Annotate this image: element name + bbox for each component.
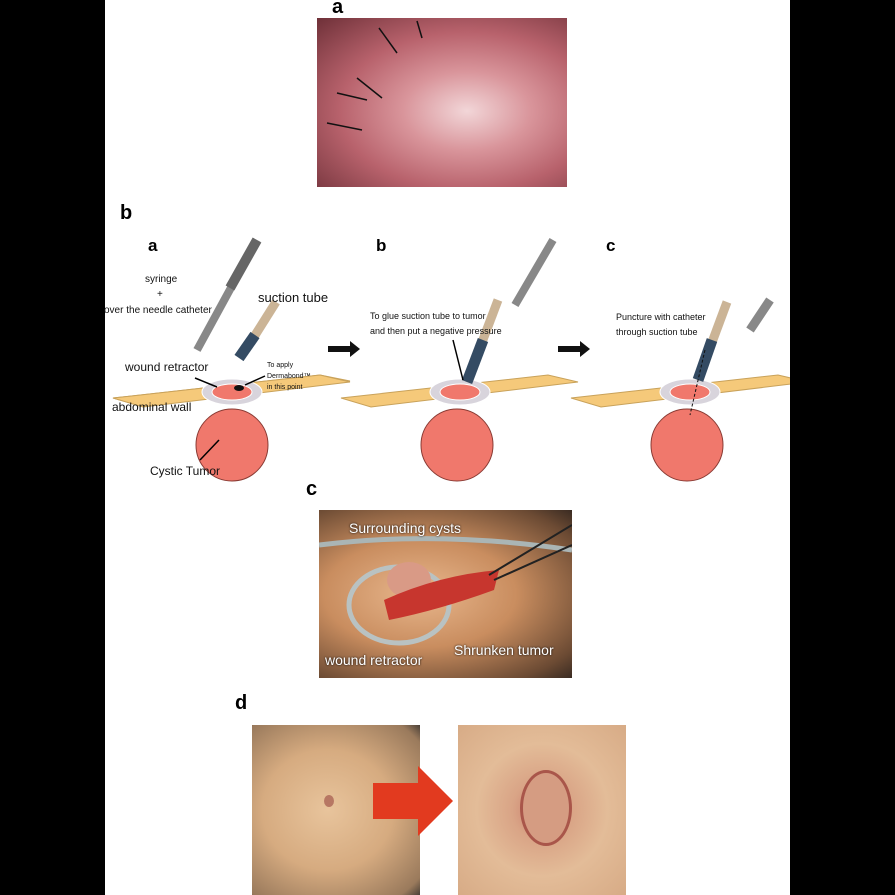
panel-a-label: a [332,0,344,18]
dermabond-line-1: To apply [267,362,294,369]
step-c-line-1: Puncture with catheter [616,312,706,322]
step-c-drawing [570,297,790,482]
wound-retractor-label: wound retractor [125,360,209,374]
arrow-right-icon [558,341,590,357]
plus-label: + [157,289,163,300]
panel-d-label: d [235,692,248,714]
umbilical-wound [520,770,572,846]
step-c-note: Puncture with catheter through suction t… [616,310,706,340]
wound-retractor-photo-label: wound retractor [325,652,423,668]
step-b-drawing [340,237,579,482]
procedure-diagram [112,237,790,482]
catheter-label: over the needle catheter [104,305,212,316]
panel-c-label: c [306,478,318,500]
laparoscopic-photo [317,18,567,187]
intraoperative-photo: Surrounding cysts wound retractor Shrunk… [318,510,573,678]
cystic-tumor-label: Cystic Tumor [150,464,221,478]
step-a-label: a [148,236,158,255]
cystic-tumor [195,408,269,482]
umbilicus [324,795,334,807]
step-b-note: To glue suction tube to tumor and then p… [370,309,502,339]
arrows-overlay [326,20,423,131]
syringe-label: syringe [145,274,178,285]
dermabond-line-2: Dermabond™ [267,373,311,380]
step-c-line-2: through suction tube [616,327,698,337]
dermabond-note: To apply Dermabond™ in this point [267,360,311,393]
step-c-label: c [606,236,616,255]
step-a-drawing [112,237,351,482]
suction-tube-label: suction tube [258,290,329,305]
abdominal-wall-label: abdominal wall [112,400,192,414]
arrow-right-icon [328,341,360,357]
panel-b-label: b [120,202,133,224]
step-b-line-2: and then put a negative pressure [370,326,502,336]
step-b-line-1: To glue suction tube to tumor [370,311,486,321]
surrounding-cysts-label: Surrounding cysts [349,520,462,536]
dermabond-line-3: in this point [267,384,303,391]
shrunken-tumor-label: Shrunken tumor [454,642,554,658]
red-arrow-icon [373,766,453,836]
step-b-label: b [376,236,387,255]
photo-c-drawing [318,524,573,646]
umbilicus-closeup-photo [458,725,626,895]
